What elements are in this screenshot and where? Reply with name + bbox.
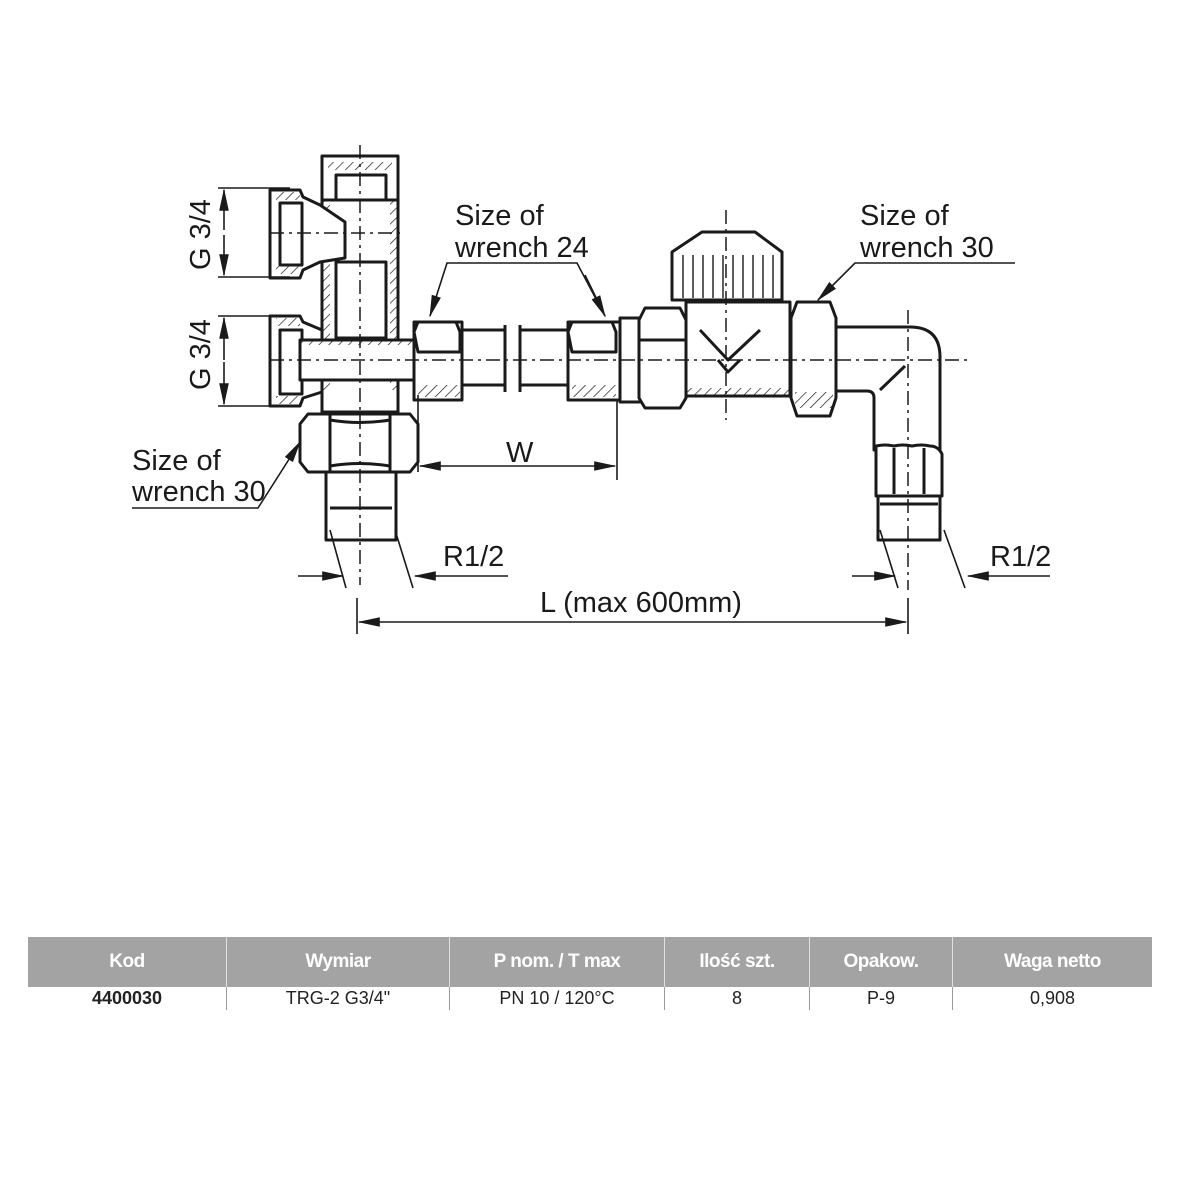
header-quantity: Ilość szt. (664, 937, 810, 987)
tee-body (268, 154, 420, 542)
g34-upper-label: G 3/4 (185, 199, 217, 270)
wrench30-right-label-line2: wrench 30 (859, 232, 994, 264)
valve-body (670, 230, 944, 542)
wrench30-left-label-line2: wrench 30 (131, 476, 266, 508)
header-wymiar: Wymiar (226, 937, 450, 987)
table-row: 4400030 TRG-2 G3/4" PN 10 / 120°C 8 P-9 … (28, 987, 1152, 1010)
w-dimension-label: W (506, 437, 534, 469)
product-spec-table: Kod Wymiar P nom. / T max Ilość szt. Opa… (28, 937, 1152, 1010)
cell-net-weight: 0,908 (952, 987, 1152, 1010)
header-packaging: Opakow. (809, 937, 953, 987)
g34-lower-label: G 3/4 (185, 319, 217, 390)
header-net-weight: Waga netto (952, 937, 1152, 987)
wrench24-label-line2: wrench 24 (454, 232, 589, 264)
header-kod: Kod (28, 937, 227, 987)
length-dimension-label: L (max 600mm) (540, 587, 742, 619)
cell-pressure-temp: PN 10 / 120°C (449, 987, 665, 1010)
table-header-row: Kod Wymiar P nom. / T max Ilość szt. Opa… (28, 937, 1152, 987)
r12-right-label: R1/2 (990, 541, 1051, 573)
wrench30-right-label-line1: Size of (860, 200, 950, 232)
header-pressure-temp: P nom. / T max (449, 937, 665, 987)
cell-quantity: 8 (664, 987, 810, 1010)
r12-left-label: R1/2 (443, 541, 504, 573)
wrench30-left-label-line1: Size of (132, 445, 222, 477)
axis-lines (270, 145, 970, 590)
pipe-assembly (412, 306, 688, 410)
dimensions (132, 187, 1050, 634)
cell-kod: 4400030 (91, 988, 163, 1008)
cell-packaging: P-9 (809, 987, 953, 1010)
wrench24-label-line1: Size of (455, 200, 545, 232)
cell-wymiar: TRG-2 G3/4" (226, 987, 450, 1010)
